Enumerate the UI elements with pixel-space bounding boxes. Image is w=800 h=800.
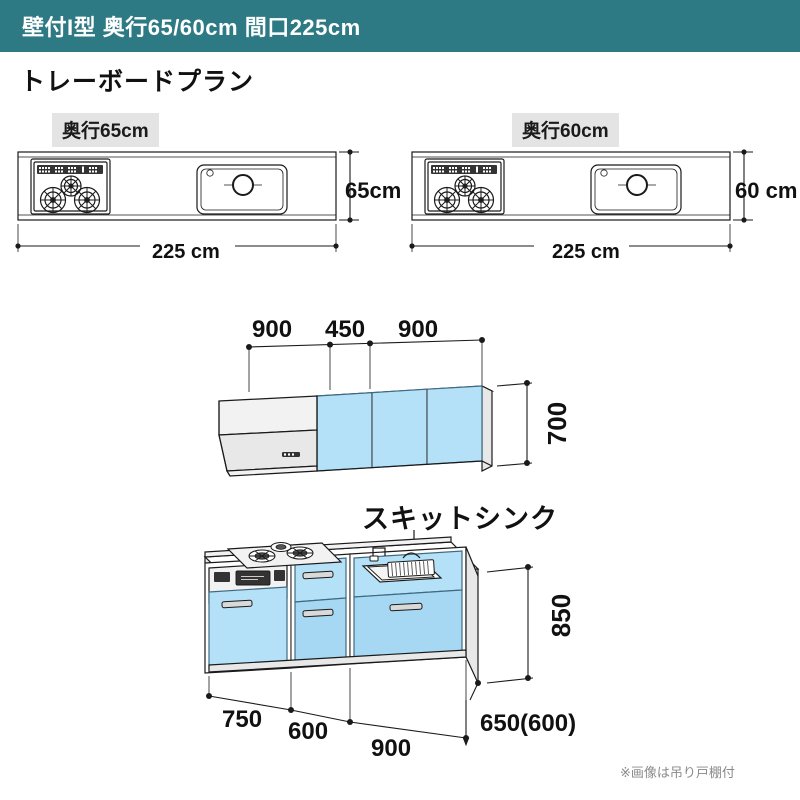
dim-depth-65: 65cm xyxy=(345,178,402,203)
burner xyxy=(467,186,495,214)
footnote: ※画像は吊り戸棚付 xyxy=(620,765,735,780)
upper-dimension-line xyxy=(246,337,485,392)
burner xyxy=(248,549,276,563)
dim-lower-750: 750 xyxy=(222,706,263,733)
sink-3d xyxy=(361,547,443,583)
sink xyxy=(196,164,288,215)
page-title: 壁付I型 奥行65/60cm 間口225cm xyxy=(22,15,361,40)
dim-upper-height: 700 xyxy=(542,401,573,446)
dim-lower-depth: 650(600) xyxy=(480,710,577,737)
upper-height-dimension xyxy=(496,380,533,467)
burner xyxy=(286,546,314,560)
header-bar: 壁付I型 奥行65/60cm 間口225cm xyxy=(0,0,800,52)
plan-view-60 xyxy=(409,149,753,256)
dim-lower-height: 850 xyxy=(546,593,577,638)
dim-upper-900-left: 900 xyxy=(252,316,293,343)
depth-chip-65: 奥行65cm xyxy=(52,113,159,147)
sink xyxy=(590,164,682,215)
lower-height-dimension xyxy=(486,564,534,684)
dim-lower-900: 900 xyxy=(371,735,412,762)
cooktop-3d xyxy=(226,542,343,569)
dim-lower-600: 600 xyxy=(288,718,329,745)
burner xyxy=(454,175,476,197)
dim-upper-900-right: 900 xyxy=(398,316,439,343)
depth-chip-60: 奥行60cm xyxy=(512,113,619,147)
dim-width-left: 225 cm xyxy=(152,241,220,263)
burner xyxy=(270,542,292,552)
lower-cabinet xyxy=(203,536,480,684)
dim-width-right: 225 cm xyxy=(552,241,620,263)
dim-upper-450: 450 xyxy=(325,316,366,343)
burner xyxy=(73,186,101,214)
plan-heading: トレーボードプラン xyxy=(20,68,255,96)
sink-callout-label: スキットシンク xyxy=(362,504,558,534)
burner xyxy=(39,186,67,214)
burner xyxy=(433,186,461,214)
upper-cabinet xyxy=(218,385,495,477)
dim-depth-60: 60 cm xyxy=(735,178,798,203)
burner xyxy=(60,175,82,197)
plan-view-65 xyxy=(15,149,359,256)
